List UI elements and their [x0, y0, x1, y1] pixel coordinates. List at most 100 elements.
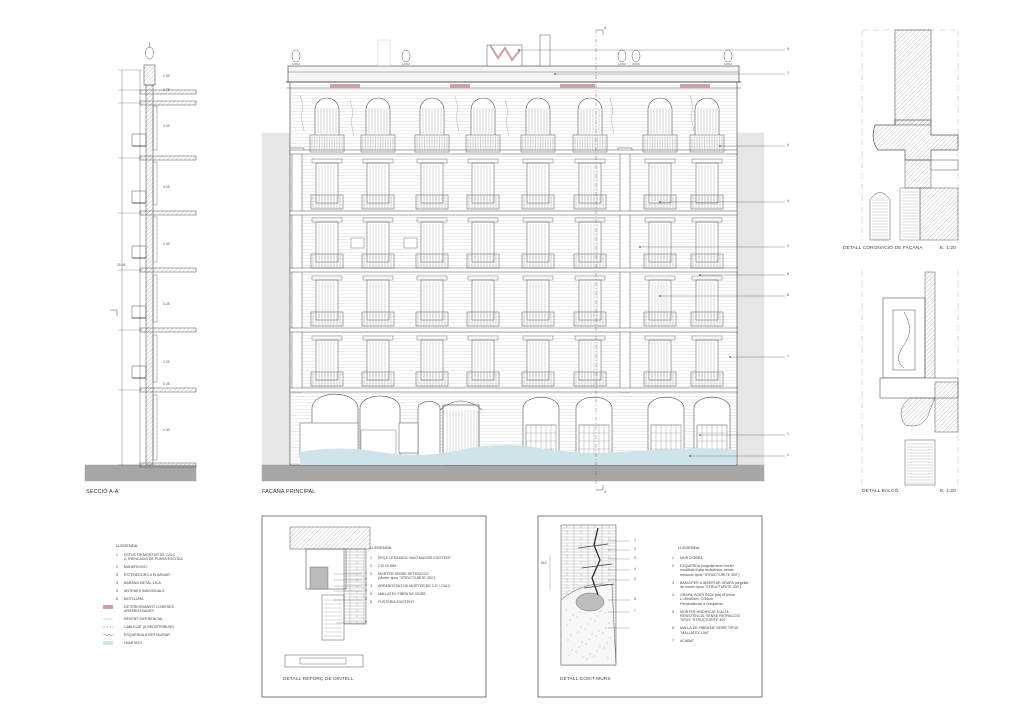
balcony-title: DETALL BALCÓ: [862, 489, 899, 494]
facade-ground-opening: [359, 395, 401, 465]
walls-staple: [577, 543, 609, 549]
section-dim-value: 1.95: [163, 74, 170, 78]
walls-mortar-speck: [582, 656, 584, 658]
facade-balcony-top: [520, 134, 556, 153]
facade-ground-opening: [417, 401, 441, 465]
section-dim-value: 3.35: [163, 242, 170, 246]
facade-stain: [504, 99, 510, 137]
facade-window-lintel: [574, 217, 606, 223]
walls-mortar-speck: [602, 632, 604, 634]
walls-mark: 3: [634, 556, 636, 560]
facade-floor-band: [289, 327, 738, 333]
facade-ac-unit: [403, 237, 418, 249]
legend-walls-title: LLEGENDA: [678, 545, 700, 550]
facade-floor-band: [289, 149, 738, 155]
facade-window-lintel: [311, 275, 343, 281]
legend-main-number: 4: [116, 581, 118, 585]
facade-callout-number: 5: [787, 47, 789, 51]
crown-shutter: [869, 192, 891, 241]
facade-balcony: [573, 194, 607, 210]
facade-window-lintel: [416, 158, 448, 164]
facade-neighbour-right: [736, 132, 765, 467]
facade-balcony: [573, 253, 607, 269]
section-dim-value: 4.30: [163, 428, 170, 432]
facade-balcony: [310, 253, 344, 269]
facade-leader-dot: [699, 274, 701, 276]
section-parapet: [143, 64, 156, 86]
facade-leader-dot: [518, 49, 520, 51]
legend-walls-text: MUR D'OBRA: [680, 556, 703, 560]
legend-lintel-text: MALLATEX FIBRA DE VIDRE: [378, 592, 426, 596]
legend-walls-text: GRAPA, ACER INOX (tot) Ø10mm. L=40x80cm.…: [680, 593, 737, 606]
walls-mortar-speck: [585, 643, 587, 645]
legend-damage-swatch: [103, 605, 113, 609]
facade-antenna: [377, 39, 391, 67]
walls-mortar-speck: [607, 657, 609, 659]
facade-urn: [401, 49, 411, 63]
facade-damage-patch: [450, 84, 470, 88]
facade-balcony: [521, 371, 555, 387]
walls-mark: 4: [634, 567, 636, 571]
facade-urn: [291, 49, 301, 63]
walls-dim: 8x3: [541, 561, 547, 565]
facade-balcony-top: [360, 134, 396, 153]
walls-crack: [591, 527, 601, 596]
section-arrow: [110, 309, 118, 316]
facade-balcony: [521, 194, 555, 210]
legend-main-number: 5: [116, 589, 118, 593]
legend-main-text: ESTENEDORS A ELIMINAR: [124, 573, 170, 577]
facade-balcony: [361, 253, 395, 269]
walls-mortar-speck: [575, 651, 577, 653]
section-cut-mark-top: A': [604, 26, 608, 30]
facade-balcony: [415, 371, 449, 387]
facade-window-lintel: [691, 217, 723, 223]
legend-lintel-number: 3: [370, 572, 372, 576]
legend-main-text: ESQUERDA A RESTAURAR: [124, 633, 170, 637]
walls-mark: 1: [634, 538, 636, 542]
facade-window-lintel: [416, 275, 448, 281]
facade-balcony: [690, 253, 724, 269]
facade-window-lintel: [691, 275, 723, 281]
walls-mortar-speck: [567, 639, 569, 641]
legend-main-number: 6: [116, 597, 118, 601]
facade-balcony: [643, 253, 677, 269]
section-total-dim: 20.45: [117, 263, 126, 267]
walls-staple: [581, 563, 613, 569]
facade-balcony: [415, 194, 449, 210]
facade-window-lintel: [574, 275, 606, 281]
facade-callout-number: 1: [787, 432, 789, 436]
walls-mortar-speck: [586, 658, 588, 660]
facade-balcony: [361, 371, 395, 387]
facade-window-lintel: [467, 158, 499, 164]
walls-mortar-speck: [581, 641, 583, 643]
walls-mesh-patch: [575, 592, 605, 612]
walls-mortar-speck: [580, 626, 582, 628]
legend-main-text: ANTENES INDIVIDUALS: [124, 589, 165, 593]
lintel-side-wall: [343, 548, 367, 625]
walls-mortar-speck: [606, 642, 608, 644]
legend-walls-text: BASIA PER A INSERTAR GRAPA (segellat de …: [680, 580, 749, 589]
walls-mortar-speck: [584, 628, 586, 630]
facade-balcony: [643, 371, 677, 387]
facade-window-lintel: [467, 275, 499, 281]
facade-window-lintel: [416, 217, 448, 223]
walls-mark: 2: [634, 547, 636, 551]
walls-mortar-speck: [565, 609, 567, 611]
facade-leader-dot: [659, 295, 661, 297]
legend-main-title: LLEGENDA: [116, 543, 138, 548]
facade-callout-number: 4: [787, 199, 789, 203]
facade-floor-band: [289, 210, 738, 216]
legend-walls-number: 2: [672, 564, 674, 569]
facade-window-lintel: [362, 217, 394, 223]
balcony-corbel: [900, 397, 936, 427]
walls-mortar-speck: [599, 645, 601, 647]
lintel-mark: 5: [365, 597, 367, 601]
walls-title: DETALL COSIT MURS: [560, 677, 611, 682]
legend-lintel-text: ARREBOSSAT DE MORTER DE C.P. i CALÇ: [378, 584, 451, 588]
balcony-rail-panel: [892, 309, 916, 371]
facade-callout-number: 2: [787, 453, 789, 457]
section-dim-value: 3.35: [163, 185, 170, 189]
facade-window-lintel: [522, 158, 554, 164]
